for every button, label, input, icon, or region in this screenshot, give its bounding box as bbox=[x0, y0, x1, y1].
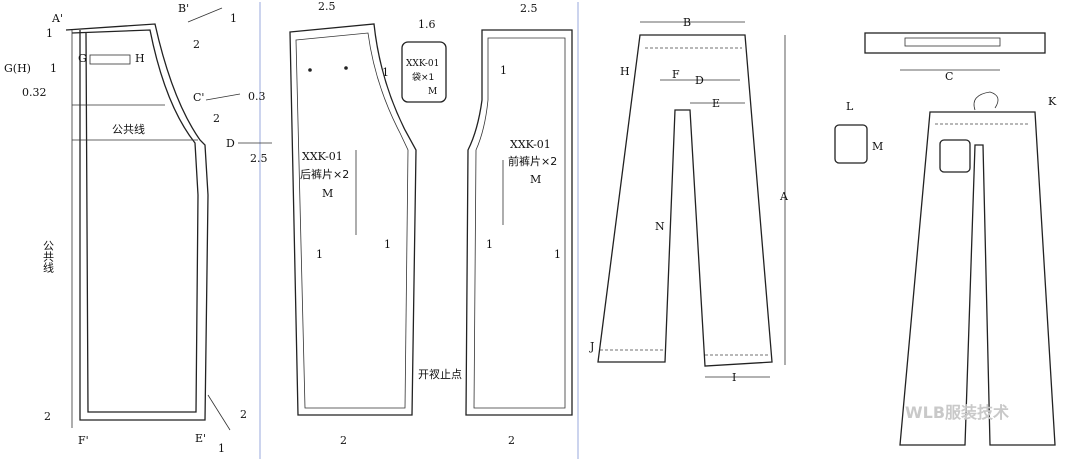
measure-gh-offset: 0.32 bbox=[22, 86, 47, 99]
elastic-detail bbox=[904, 37, 1001, 47]
hem-left: 2 bbox=[340, 434, 347, 447]
back-piece-outline bbox=[289, 23, 417, 416]
notch-mark: 1 bbox=[554, 248, 561, 261]
front-size: M bbox=[530, 173, 541, 186]
label-common-line-v: 公共线 bbox=[42, 240, 55, 273]
waistband-detail bbox=[864, 32, 1046, 54]
label-a-prime: A' bbox=[51, 12, 63, 25]
back-pocket bbox=[939, 139, 971, 173]
measure-e-horiz: 1 bbox=[218, 442, 225, 455]
label-c-prime: C' bbox=[193, 91, 204, 104]
drill-hole bbox=[344, 66, 348, 70]
drafting-panel: A' 1 G H G(H) 1 0.32 公共线 公共线 B' 1 2 C' 0… bbox=[4, 2, 272, 455]
label-f: F bbox=[672, 68, 680, 81]
measure-b-vert: 1 bbox=[230, 12, 237, 25]
measure-a: 1 bbox=[46, 27, 53, 40]
hem-right: 2 bbox=[508, 434, 515, 447]
measure-b-horiz: 2 bbox=[193, 38, 200, 51]
watermark: WLB服装技术 bbox=[905, 403, 1009, 422]
back-flat-outline bbox=[899, 111, 1056, 446]
measure-c-side: 0.3 bbox=[248, 90, 266, 103]
label-h: H bbox=[135, 52, 145, 65]
pocket-size: M bbox=[428, 87, 437, 97]
measure-e: 2 bbox=[240, 408, 247, 421]
dim-b bbox=[187, 7, 223, 23]
front-code: XXK-01 bbox=[510, 138, 551, 151]
label-e-prime: E' bbox=[195, 432, 206, 445]
notch-mark: 1 bbox=[382, 66, 389, 79]
label-i: I bbox=[732, 371, 736, 384]
label-b-prime: B' bbox=[178, 2, 189, 15]
label-m: M bbox=[872, 140, 883, 153]
slit-stop-label: 开衩止点 bbox=[418, 368, 462, 381]
pieces-panel: 2.5 2.5 1.6 XXK-01 袋×1 M XXK-01 后裤片×2 M … bbox=[289, 0, 573, 447]
measure-c-horiz: 2 bbox=[213, 112, 220, 125]
label-l: L bbox=[846, 100, 854, 113]
label-c: C bbox=[945, 70, 953, 83]
top-left-seam: 2.5 bbox=[318, 0, 336, 13]
notch-mark: 1 bbox=[384, 238, 391, 251]
pocket-mark bbox=[89, 54, 131, 65]
drawstring bbox=[973, 91, 999, 111]
inner-outline bbox=[71, 29, 199, 413]
label-g: G bbox=[78, 52, 87, 65]
front-flat-outline bbox=[597, 34, 773, 367]
label-k: K bbox=[1048, 95, 1057, 108]
notch-mark: 1 bbox=[486, 238, 493, 251]
back-name: 后裤片×2 bbox=[300, 167, 349, 181]
label-j: J bbox=[589, 340, 594, 353]
label-h: H bbox=[620, 65, 630, 78]
back-size: M bbox=[322, 187, 333, 200]
hem-extension bbox=[207, 394, 231, 431]
label-d: D bbox=[226, 137, 235, 150]
notch-mark: 1 bbox=[316, 248, 323, 261]
label-common-line-h: 公共线 bbox=[112, 122, 145, 136]
label-a: A bbox=[779, 190, 789, 203]
pocket-detail bbox=[834, 124, 868, 164]
dim-c bbox=[205, 93, 241, 101]
label-n: N bbox=[655, 220, 665, 233]
label-d: D bbox=[695, 74, 704, 87]
pattern-outline bbox=[65, 23, 209, 421]
label-gh: G(H) bbox=[4, 62, 31, 75]
flat-front-panel: B H F D E A N J I bbox=[589, 16, 789, 384]
pocket-piece bbox=[401, 41, 447, 103]
measure-gh: 1 bbox=[50, 62, 57, 75]
pocket-name: 袋×1 bbox=[412, 71, 434, 83]
measure-f: 2 bbox=[44, 410, 51, 423]
top-right-seam: 2.5 bbox=[520, 2, 538, 15]
label-b: B bbox=[683, 16, 691, 29]
back-code: XXK-01 bbox=[302, 150, 343, 163]
notch-mark: 1 bbox=[500, 64, 507, 77]
measure-d: 2.5 bbox=[250, 152, 268, 165]
pocket-code: XXK-01 bbox=[406, 59, 439, 69]
back-view-panel: C L M K WLB服装技术 bbox=[834, 32, 1057, 446]
front-piece-inner bbox=[473, 37, 566, 409]
pocket-top: 1.6 bbox=[418, 18, 436, 31]
front-name: 前裤片×2 bbox=[508, 154, 557, 168]
label-f-prime: F' bbox=[78, 434, 89, 447]
label-e: E bbox=[712, 97, 720, 110]
back-piece-inner bbox=[295, 32, 409, 409]
front-piece-outline bbox=[465, 29, 573, 416]
drill-hole bbox=[308, 68, 312, 72]
